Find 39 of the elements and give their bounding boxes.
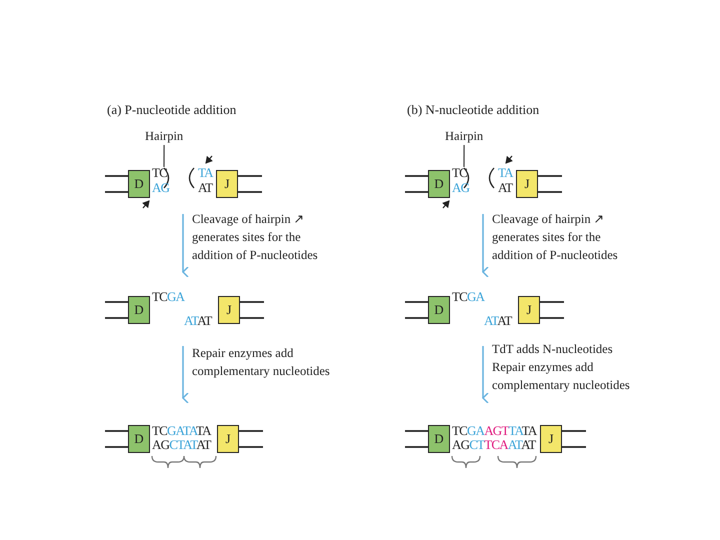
nucleotide-sequence: ATAT	[184, 314, 212, 328]
d-segment-box: D	[428, 296, 450, 324]
nucleotide-sequence: AT	[198, 181, 212, 195]
d-segment-box: D	[128, 170, 150, 198]
leader-line	[164, 144, 165, 168]
nucleotide-sequence: AGCTATAT	[152, 438, 211, 452]
step-note: Repair enzymes add complementary nucleotides	[192, 345, 331, 380]
nucleotide-sequence: AT	[498, 181, 512, 195]
nucleotide-sequence: TA	[198, 166, 213, 180]
nucleotide-sequence: TCGATATA	[152, 424, 211, 438]
nucleotide-sequence: TC	[452, 166, 468, 180]
nucleotide-sequence: TCGA	[152, 290, 184, 304]
nucleotide-sequence: ATAT	[484, 314, 512, 328]
nucleotide-sequence: TCGAAGTTATA	[452, 424, 536, 438]
step-note: TdT adds N-nucleotides	[492, 341, 614, 358]
nucleotide-sequence: AGCTTCAATAT	[452, 438, 536, 452]
nucleotide-sequence: TC	[152, 166, 168, 180]
j-segment-box: J	[218, 296, 240, 324]
d-segment-box: D	[128, 296, 150, 324]
step-note: Cleavage of hairpin ↗ generates sites for the addition of P-nucleotides	[492, 211, 619, 264]
nucleotide-sequence: AG	[452, 181, 470, 195]
d-segment-box: D	[428, 170, 450, 198]
nucleotide-sequence: TA	[498, 166, 513, 180]
j-segment-box: J	[217, 425, 239, 453]
j-segment-box: J	[516, 170, 538, 198]
j-segment-box: J	[216, 170, 238, 198]
nucleotide-sequence: TCGA	[452, 290, 484, 304]
hairpin-label: Hairpin	[145, 129, 184, 144]
leader-line	[464, 144, 465, 168]
nucleotide-sequence: AG	[152, 181, 170, 195]
panel-title: (b) N-nucleotide addition	[407, 102, 540, 118]
d-segment-box: D	[428, 425, 450, 453]
hairpin-label: Hairpin	[445, 129, 484, 144]
step-note: Repair enzymes add complementary nucleotides	[492, 359, 631, 394]
j-segment-box: J	[518, 296, 540, 324]
d-segment-box: D	[128, 425, 150, 453]
panel-title: (a) P-nucleotide addition	[107, 102, 236, 118]
step-note: Cleavage of hairpin ↗ generates sites for the addition of P-nucleotides	[192, 211, 319, 264]
j-segment-box: J	[540, 425, 562, 453]
